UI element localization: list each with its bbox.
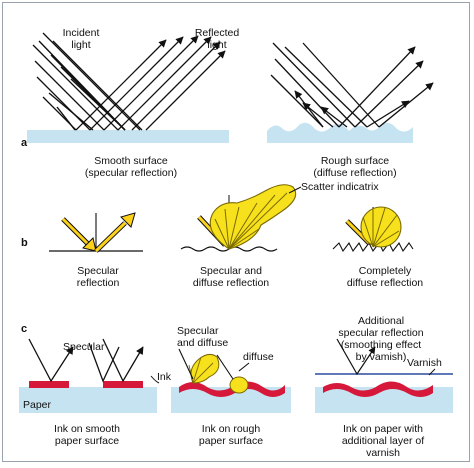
varnish-paper-caption: Ink on paper with additional layer of va… [341,423,425,459]
additional-specular-label: Additional specular reflection (smoothin… [338,315,424,363]
panel-b-diffuse [332,206,414,253]
panel-a-rough [267,42,434,143]
specular-diffuse-label: Specular and diffuse [177,325,229,349]
specular-reflection-caption: Specular reflection [76,265,120,289]
panel-b-mixed [180,184,297,252]
panel-c-smooth [19,338,160,413]
ink-wave-3 [323,381,433,397]
ink-strip-1 [29,381,69,388]
diffuse-lobe-rays [362,207,400,248]
mixed-lobe-rays [214,192,288,250]
smooth-paper-caption: Ink on smooth paper surface [54,423,120,447]
spec-diffuse-lobe [190,353,220,384]
panel-letter-b: b [21,237,28,249]
scatter-indicatrix-label: Scatter indicatrix [301,181,379,193]
smooth-surface-caption: Smooth surface (specular reflection) [84,155,178,179]
panel-letter-a: a [21,137,28,149]
diffuse-scatter-lobe [360,206,402,248]
paper-label: Paper [23,399,52,411]
incident-ray-set [32,32,143,131]
panel-c-varnish [315,338,453,413]
incident-light-label: Incident light [62,27,100,51]
panel-letter-c: c [21,323,28,335]
panel-a-smooth [27,32,229,143]
smooth-surface [27,130,229,143]
mixed-scatter-lobe [209,184,297,250]
rough-surface-caption: Rough surface (diffuse reflection) [313,155,397,179]
specular-label: Specular [63,341,105,353]
reflected-light-label: Reflected light [194,27,240,51]
specular-incident-arrow [61,217,97,252]
diffuse-reflection-caption: Completely diffuse reflection [346,265,424,289]
paper-base-1 [19,387,157,413]
panel-b-specular [49,212,143,253]
reflected-ray-set [75,35,226,131]
diffuse-lobe-small [229,376,249,394]
ink-label: Ink [157,371,172,383]
diffuse-label: diffuse [243,351,274,363]
scatter-pointer [288,186,302,194]
panel-c-rough [171,348,291,413]
rough-reflected-rays [294,46,434,128]
figure-drawing [19,32,453,413]
specular-reflected-arrow [94,212,136,253]
rough-surface [267,122,413,143]
varnish-label: Varnish [407,357,442,369]
rough-incident-rays [270,42,380,128]
reflection-figure: a b c Incident light Reflected light Smo… [2,2,470,462]
rough-paper-caption: Ink on rough paper surface [198,423,264,447]
incident-rays [38,40,126,131]
mixed-reflection-caption: Specular and diffuse reflection [192,265,270,289]
ink-strip-2 [103,381,143,388]
